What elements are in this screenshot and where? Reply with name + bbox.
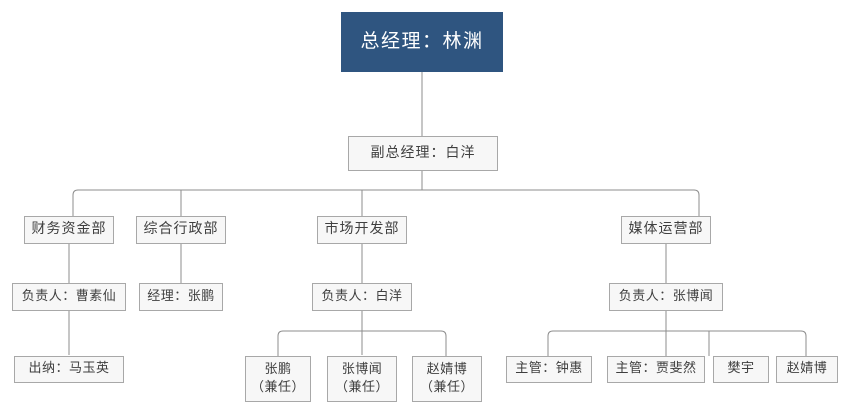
edge-media-bus [547,330,807,356]
node-general-manager[interactable]: 总经理：林渊 [341,12,503,72]
node-staff-media-3[interactable]: 樊宇 [713,356,769,383]
node-dept-admin[interactable]: 综合行政部 [136,216,226,244]
node-staff-cashier[interactable]: 出纳：马玉英 [14,356,124,383]
node-lead-media[interactable]: 负责人：张博闻 [609,283,723,311]
edge-departments-bus [72,189,700,216]
node-dept-finance[interactable]: 财务资金部 [24,216,114,244]
node-dept-media[interactable]: 媒体运营部 [621,216,711,244]
node-staff-market-2[interactable]: 张博闻 （兼任） [327,356,397,402]
node-staff-market-1[interactable]: 张鹏 （兼任） [245,356,311,402]
node-staff-market-3[interactable]: 赵婧博 （兼任） [412,356,482,402]
node-staff-media-2[interactable]: 主管：贾斐然 [607,356,705,383]
node-lead-market[interactable]: 负责人：白洋 [312,283,412,311]
node-staff-media-1[interactable]: 主管：钟惠 [506,356,592,383]
node-staff-media-4[interactable]: 赵婧博 [776,356,838,383]
node-lead-admin[interactable]: 经理：张鹏 [139,283,223,311]
node-lead-finance[interactable]: 负责人：曹素仙 [12,283,126,311]
node-dept-market[interactable]: 市场开发部 [317,216,407,244]
edge-market-bus [277,330,447,356]
node-deputy-general-manager[interactable]: 副总经理：白洋 [348,136,498,171]
